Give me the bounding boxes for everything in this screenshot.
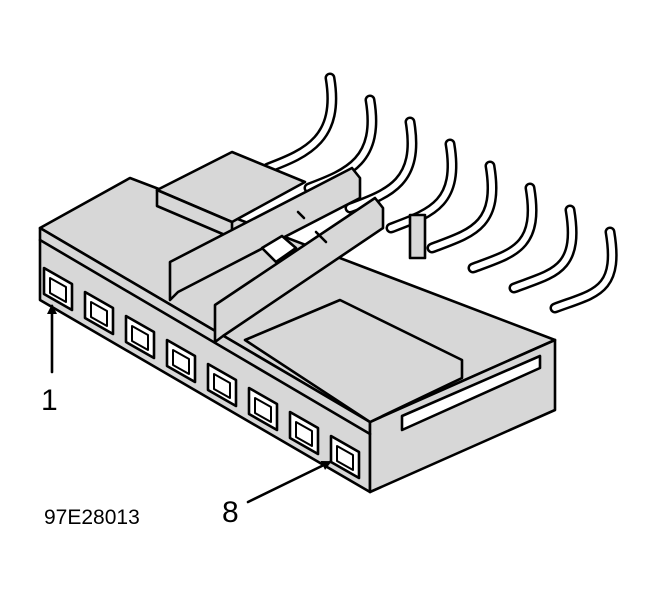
wire-core [429,163,495,251]
pin-8-label: 8 [222,496,239,529]
cavity-terminal [295,421,313,447]
cavity [42,266,74,312]
cavity [288,410,320,456]
cavity-terminal [336,445,354,471]
end-slot [400,354,542,432]
cavity-terminal [254,397,272,423]
cavity-terminal [90,301,108,327]
figure-code: 97E28013 [44,506,140,529]
cavity [83,290,115,336]
cavity [329,434,361,480]
cavity-terminal [213,373,231,399]
wire-core [347,119,415,211]
cavity [247,386,279,432]
cavity-group [42,266,361,480]
wire-core [511,207,576,291]
cavity-terminal [49,277,67,303]
cavity [206,362,238,408]
front-block-top [243,298,464,424]
wire-core [552,229,616,311]
latch-tab [260,234,298,264]
cavity [165,338,197,384]
connector-body [38,150,557,494]
wire-core [470,185,536,271]
pin-8-arrow [246,460,332,504]
cavity [124,314,156,360]
latch-rib-right [213,196,385,344]
side-panel [408,213,427,260]
latch-rib-left [168,166,362,302]
latch-notch [296,210,328,244]
wire-core [388,141,455,231]
wire-core [265,75,335,171]
pin-1-label: 1 [41,384,58,417]
cavity-terminal [131,325,149,351]
front-lip-line [38,238,372,436]
cavity-terminal [172,349,190,375]
